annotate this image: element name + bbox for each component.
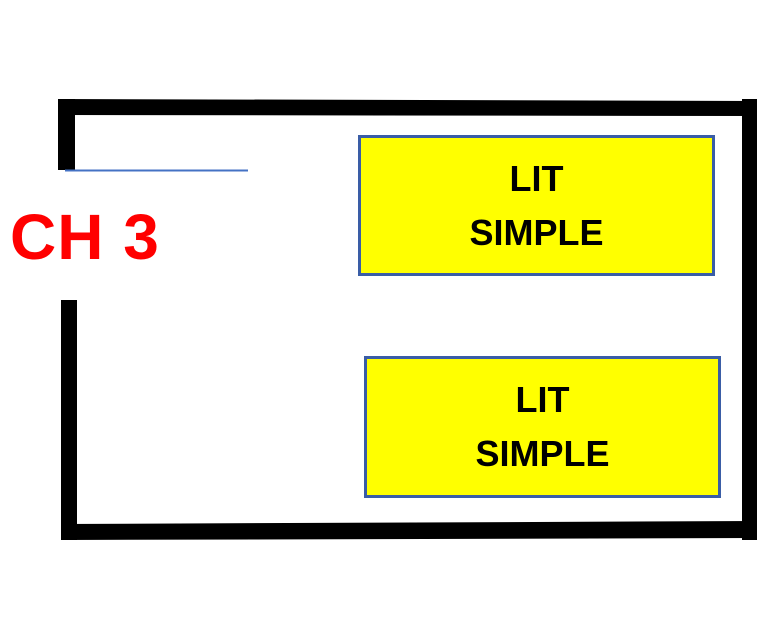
wall-top: [58, 99, 757, 116]
wall-left-upper: [58, 99, 75, 170]
bed-label-line1: LIT: [509, 157, 564, 199]
bed-label-line2: SIMPLE: [475, 433, 610, 474]
single-bed-1: LIT SIMPLE: [358, 135, 715, 276]
single-bed-2: LIT SIMPLE: [364, 356, 721, 498]
bed-label-line1: LIT: [515, 379, 570, 420]
room-title: CH 3: [10, 201, 160, 273]
wall-right: [742, 99, 757, 540]
wall-left-lower: [61, 300, 77, 540]
bed-label-line2: SIMPLE: [469, 211, 604, 253]
wall-bottom: [61, 521, 757, 540]
